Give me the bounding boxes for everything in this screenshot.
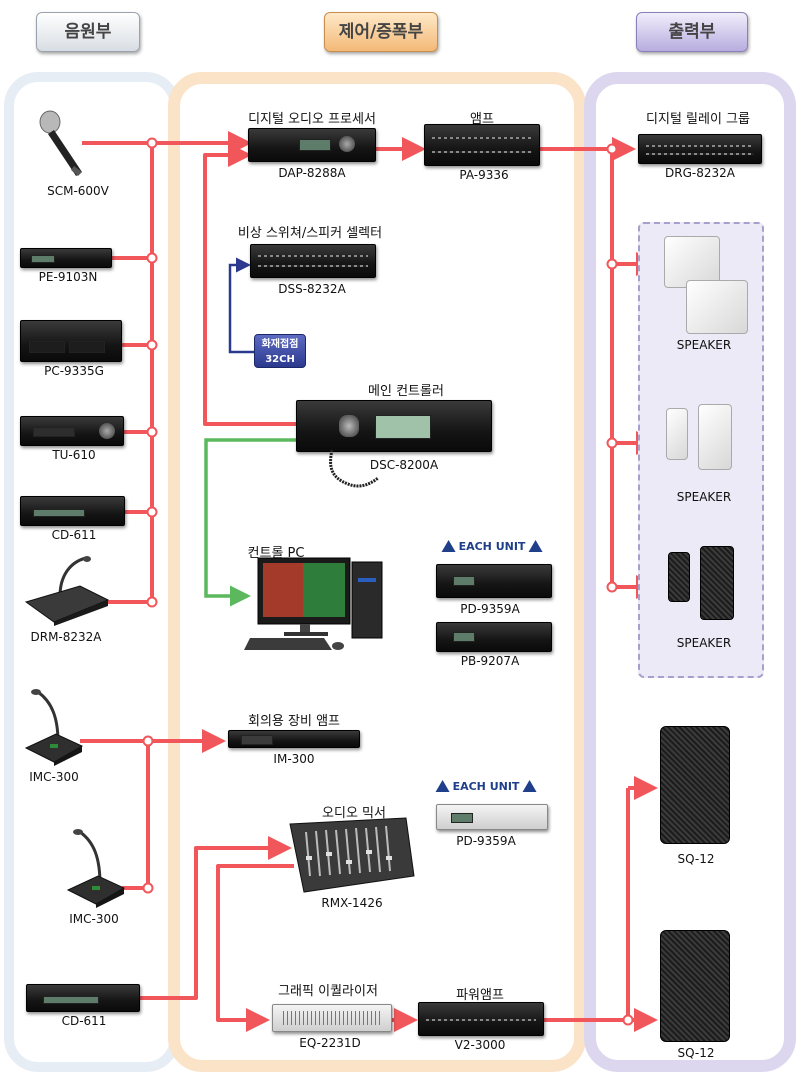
up-arrow-icon	[435, 780, 450, 792]
conference-microphone-icon-2	[66, 829, 126, 908]
pd9359a-device-1	[436, 564, 552, 598]
fire-contact-line1: 화재접점	[261, 339, 299, 350]
pc9335g-label: PC-9335G	[44, 364, 104, 378]
drg8232a-label: DRG-8232A	[665, 166, 735, 180]
control-pc-title: 컨트롤 PC	[247, 546, 305, 561]
handheld-microphone-icon	[39, 110, 82, 176]
imc300-label-2: IMC-300	[69, 912, 119, 926]
dap8288a-label: DAP-8288A	[278, 166, 346, 180]
desk-mic-cable-icon	[329, 449, 379, 488]
each-unit-text-1: EACH UNIT	[458, 540, 526, 553]
pe9103n-device	[20, 248, 112, 268]
dss-title: 비상 스위쳐/스피커 셀렉터	[237, 226, 383, 241]
dss8232a-device	[250, 244, 376, 278]
control-pc-icon	[244, 557, 383, 650]
up-arrow-icon	[441, 540, 456, 552]
paging-microphone-icon	[24, 556, 110, 626]
conference-microphone-icon-1	[24, 689, 84, 766]
up-arrow-icon	[522, 780, 537, 792]
power-amp-title: 파워앰프	[456, 988, 504, 1003]
eq2231d-device	[272, 1004, 392, 1032]
source-header: 음원부	[36, 12, 140, 52]
dsc8200a-device	[296, 400, 492, 452]
cd611-device-1	[20, 496, 125, 526]
pa9336-device	[424, 124, 540, 166]
up-arrow-icon	[528, 540, 543, 552]
imc300-label-1: IMC-300	[29, 770, 79, 784]
pd9359a-device-2	[436, 804, 548, 830]
main-controller-title: 메인 컨트롤러	[368, 384, 444, 399]
sq12-label-2: SQ-12	[677, 1046, 715, 1060]
pb9207a-device	[436, 622, 552, 652]
control-panel	[168, 72, 586, 1072]
pd9359a-label-1: PD-9359A	[460, 602, 520, 616]
sq12-speaker-icon-2	[660, 930, 730, 1042]
pe9103n-label: PE-9103N	[38, 270, 98, 284]
ceiling-speaker-icon-1	[664, 236, 720, 288]
eq-title: 그래픽 이퀄라이저	[278, 984, 378, 999]
tu610-device	[20, 416, 124, 446]
speaker-label-3: SPEAKER	[676, 636, 732, 650]
pc9335g-device	[20, 320, 122, 362]
pd9359a-label-2: PD-9359A	[456, 834, 516, 848]
column-speaker-icon-2	[698, 404, 732, 470]
control-header: 제어/증폭부	[324, 12, 438, 52]
speaker-label-1: SPEAKER	[676, 338, 732, 352]
each-unit-badge-1: EACH UNIT	[439, 540, 546, 553]
eq2231d-label: EQ-2231D	[299, 1036, 361, 1050]
amp-title: 앰프	[470, 112, 494, 127]
dss8232a-label: DSS-8232A	[278, 282, 346, 296]
scm600v-label: SCM-600V	[47, 184, 109, 198]
fire-contact-badge: 화재접점 32CH	[254, 334, 306, 368]
v23000-label: V2-3000	[454, 1038, 506, 1052]
sq12-label-1: SQ-12	[677, 852, 715, 866]
audio-mixer-icon	[289, 817, 415, 893]
wall-speaker-icon-1	[668, 552, 690, 602]
v23000-device	[418, 1002, 544, 1036]
cd611-label-1: CD-611	[51, 528, 97, 542]
dsc8200a-label: DSC-8200A	[369, 458, 439, 472]
sq12-speaker-icon-1	[660, 726, 730, 844]
im300-device	[228, 730, 360, 748]
wall-speaker-icon-2	[700, 546, 734, 620]
cd611-device-2	[26, 984, 140, 1012]
dap-title: 디지털 오디오 프로세서	[248, 112, 376, 127]
mixer-title: 오디오 믹서	[322, 806, 386, 821]
column-speaker-icon-1	[666, 408, 688, 460]
im300-label: IM-300	[273, 752, 315, 766]
fire-contact-line2: 32CH	[265, 354, 295, 365]
tu610-label: TU-610	[52, 448, 96, 462]
ceiling-speaker-icon-2	[686, 280, 748, 334]
drg8232a-device	[638, 134, 762, 164]
drm8232a-label: DRM-8232A	[30, 630, 102, 644]
dap8288a-device	[248, 128, 376, 162]
pb9207a-label: PB-9207A	[460, 654, 520, 668]
speaker-label-2: SPEAKER	[676, 490, 732, 504]
each-unit-text-2: EACH UNIT	[452, 780, 520, 793]
each-unit-badge-2: EACH UNIT	[433, 780, 540, 793]
cd611-label-2: CD-611	[61, 1014, 107, 1028]
rmx1426-label: RMX-1426	[321, 896, 383, 910]
relay-title: 디지털 릴레이 그룹	[646, 112, 750, 127]
conference-amp-title: 회의용 장비 앰프	[248, 714, 340, 729]
pa9336-label: PA-9336	[459, 168, 509, 182]
output-header: 출력부	[636, 12, 748, 52]
